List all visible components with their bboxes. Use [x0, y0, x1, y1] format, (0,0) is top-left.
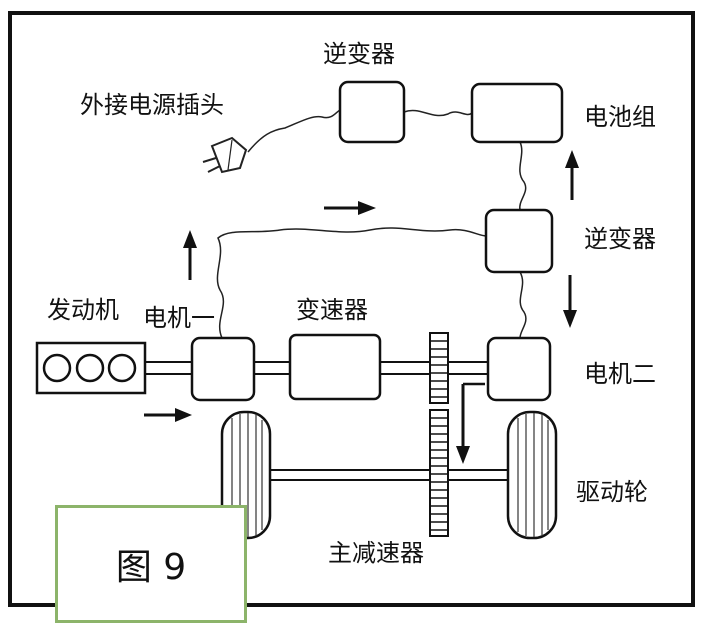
wires	[216, 109, 527, 339]
label-battery: 电池组	[584, 103, 656, 131]
label-engine: 发动机	[47, 296, 119, 324]
label-motor-one: 电机一	[143, 304, 215, 332]
figure-caption-box: 图 9	[55, 505, 247, 623]
axle	[268, 469, 510, 481]
label-final-drive: 主减速器	[328, 539, 424, 567]
wire-inverter-to-battery	[403, 109, 473, 117]
arrow-right-bottom	[144, 408, 192, 422]
label-transmission: 变速器	[296, 296, 368, 324]
wire-plug-to-inverter	[247, 109, 341, 153]
outer-frame	[8, 11, 695, 607]
final-drive-gear	[429, 409, 449, 537]
arrow-right-top	[324, 201, 376, 215]
motor-two-box	[486, 336, 552, 402]
right-wheel	[506, 410, 558, 540]
label-drive-wheel: 驱动轮	[576, 478, 648, 506]
wire-motor-one-to-inverter	[216, 227, 488, 339]
figure-caption: 图 9	[115, 547, 187, 588]
wire-battery-to-inverter	[519, 141, 527, 211]
plug-icon	[202, 136, 248, 174]
transmission-box	[288, 333, 382, 401]
label-external-plug: 外接电源插头	[80, 91, 224, 119]
upper-gear	[429, 332, 449, 404]
inverter-right-box	[484, 208, 554, 274]
engine-block	[35, 341, 147, 395]
main-shaft	[145, 361, 488, 375]
arrow-down-right	[563, 275, 577, 328]
wire-inverter-to-motor-two	[519, 271, 527, 339]
arrow-up-right	[565, 150, 579, 200]
arrow-down-motor-two	[456, 382, 485, 464]
motor-one-box	[190, 336, 256, 402]
battery-box	[470, 82, 564, 144]
inverter-top-box	[338, 80, 406, 144]
label-inverter-top: 逆变器	[323, 40, 395, 68]
flow-arrows	[144, 150, 579, 464]
label-motor-two: 电机二	[584, 360, 656, 388]
label-inverter-right: 逆变器	[584, 225, 656, 253]
arrow-up-left	[183, 230, 197, 280]
